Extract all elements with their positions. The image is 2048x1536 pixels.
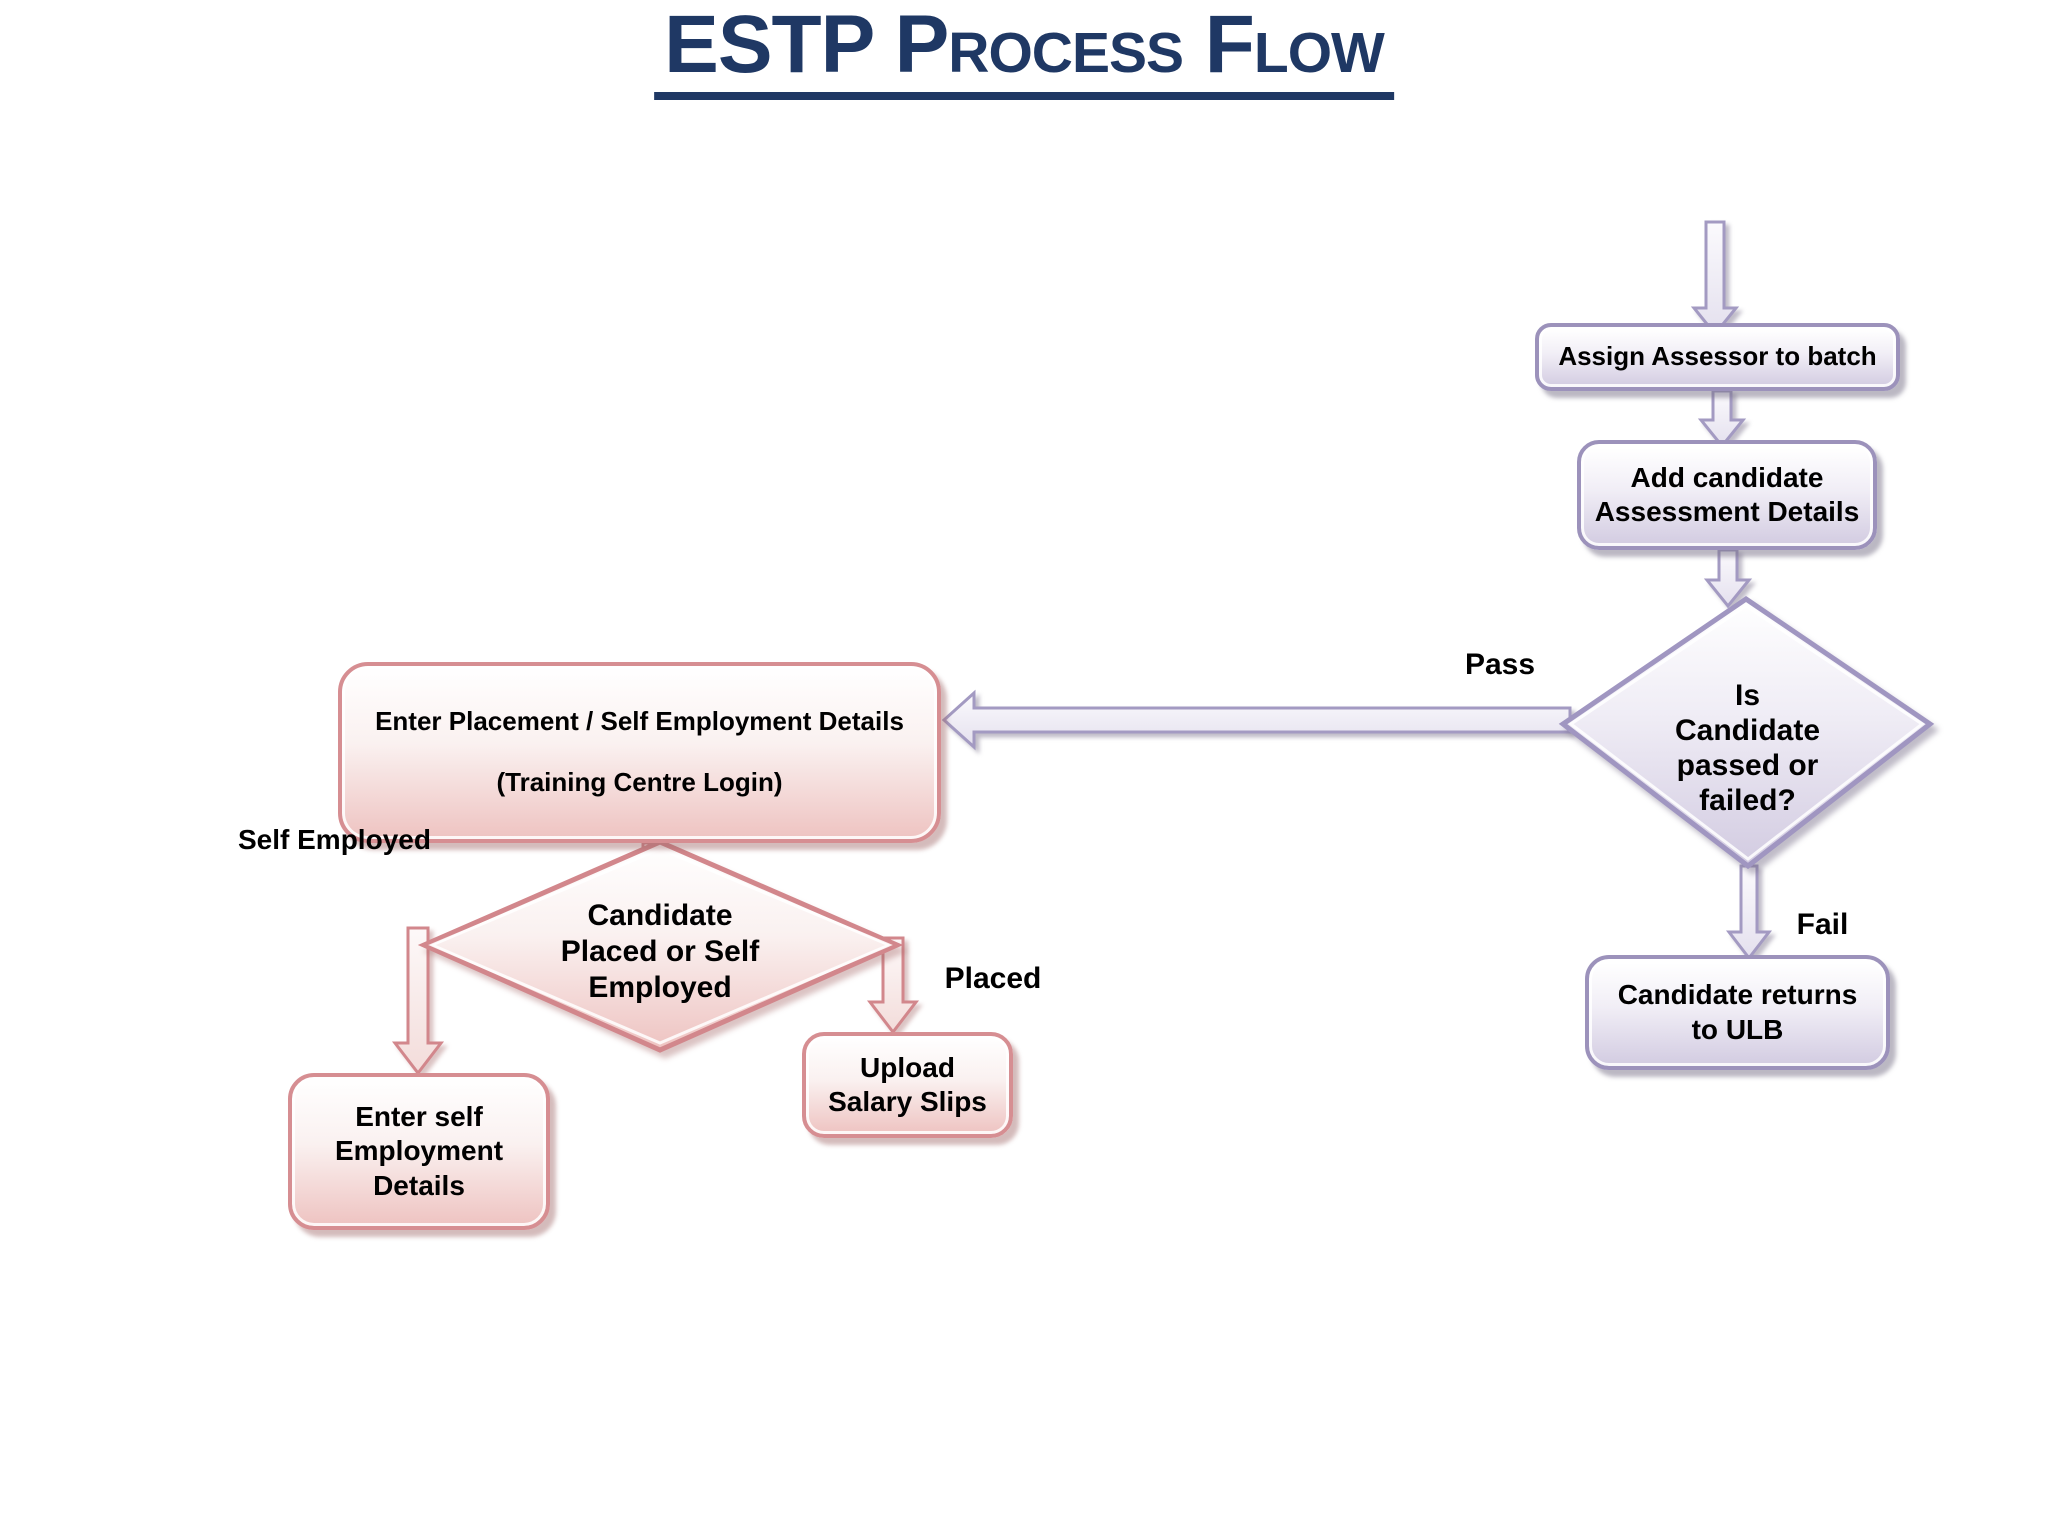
node-assign-assessor: Assign Assessor to batch	[1535, 323, 1900, 391]
arrow-add-to-decision	[1703, 548, 1753, 609]
decision-pass-fail-line2: Candidate	[1674, 714, 1821, 747]
node-add-candidate-line2: Assessment Details	[1594, 496, 1860, 527]
edge-label-self-employed: Self Employed	[238, 824, 431, 855]
decision-placed-diamond	[417, 839, 904, 1053]
arrow-fail-to-returns	[1725, 864, 1773, 961]
node-upload-line1: Upload	[860, 1051, 955, 1083]
node-enter-self-line3: Details	[373, 1169, 465, 1201]
decision-placed-line3: Employed	[588, 971, 732, 1004]
arrow-placed-to-upload	[866, 936, 920, 1035]
node-add-candidate-assessment: Add candidate Assessment Details	[1577, 440, 1877, 550]
edge-label-fail: Fail	[1796, 908, 1849, 941]
node-enter-self-employment: Enter self Employment Details	[288, 1073, 550, 1230]
node-candidate-returns-line2: to ULB	[1691, 1013, 1784, 1045]
node-enter-self-line1: Enter self	[355, 1101, 483, 1133]
node-candidate-returns-line1: Candidate returns	[1617, 979, 1858, 1011]
node-enter-self-line2: Employment	[334, 1135, 504, 1167]
decision-placed-line2: Placed or Self	[560, 935, 760, 968]
node-upload-line2: Salary Slips	[828, 1086, 987, 1117]
node-enter-placement-line2: (Training Centre Login)	[496, 767, 783, 798]
page-title: ESTP Process Flow	[654, 1, 1394, 101]
decision-placed-diamond-highlight	[428, 847, 893, 1045]
node-enter-placement-details: Enter Placement / Self Employment Detail…	[338, 662, 941, 843]
decision-pass-fail-line3: passed or	[1676, 749, 1819, 782]
decision-pass-fail-line1: Is	[1734, 679, 1761, 712]
decision-pass-fail-text: Is Candidate passed or failed?	[1595, 678, 1900, 818]
arrow-pass-to-placement	[941, 689, 1572, 751]
edge-label-pass: Pass	[1464, 648, 1536, 681]
node-add-candidate-line1: Add candidate	[1630, 461, 1824, 493]
decision-pass-fail-line4: failed?	[1699, 784, 1796, 817]
node-upload-salary-slips: Upload Salary Slips	[802, 1032, 1013, 1138]
decision-placed-line1: Candidate	[587, 899, 733, 932]
decision-placed-text: Candidate Placed or Self Employed	[510, 898, 810, 1006]
arrow-assign-to-add	[1697, 389, 1747, 449]
arrow-entry-to-assign	[1690, 220, 1740, 337]
node-assign-assessor-label: Assign Assessor to batch	[1558, 341, 1877, 372]
node-candidate-returns-ulb: Candidate returns to ULB	[1585, 955, 1890, 1070]
decision-pass-fail-diamond-highlight	[1568, 604, 1925, 861]
edge-label-placed: Placed	[944, 962, 1042, 995]
node-enter-placement-line1: Enter Placement / Self Employment Detail…	[375, 705, 904, 736]
